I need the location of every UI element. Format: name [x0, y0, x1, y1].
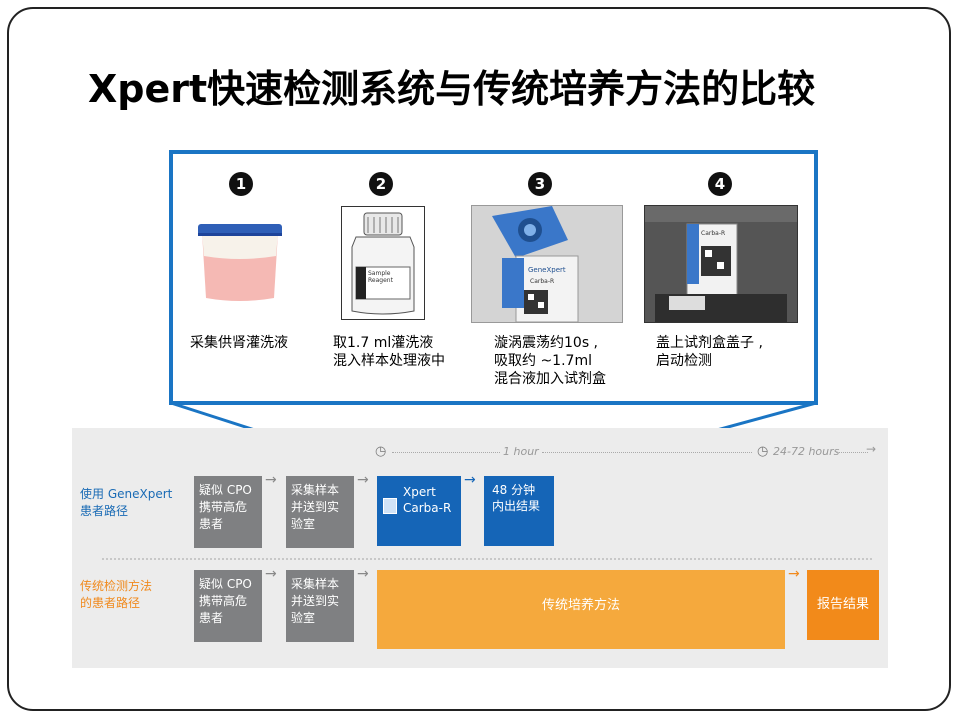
slide-title: Xpert快速检测系统与传统培养方法的比较 — [88, 67, 816, 111]
step-4-label: 盖上试剂盒盖子 , 启动检测 — [656, 335, 763, 369]
tube-label-text: Sample Reagent — [368, 270, 393, 284]
step-1-number: 1 — [229, 172, 253, 196]
instrument-photo-image: Carba-R — [644, 205, 798, 323]
lane1-xpert-text: Xpert Carba-R — [403, 485, 452, 515]
timeline-24-72-hours: 24-72 hours — [773, 445, 840, 458]
cartridge-photo-image: GeneXpert Carba-R — [471, 205, 623, 323]
cartridge-brand-text: GeneXpert — [528, 266, 566, 274]
lane1-collect-sample-box: 采集样本 并送到实 验室 — [286, 476, 354, 548]
clock-icon: ◷ — [375, 444, 387, 459]
step-3-number: 3 — [528, 172, 552, 196]
reagent-tube-image: Sample Reagent — [341, 206, 425, 320]
arrow-right-icon: → — [866, 442, 877, 456]
timeline-1-hour: 1 hour — [503, 445, 539, 458]
arrow-right-icon: → — [357, 472, 369, 488]
arrow-right-icon: → — [265, 472, 277, 488]
lane2-report-box: 报告结果 — [807, 570, 879, 640]
cartridge-label-text: Carba-R — [530, 278, 555, 285]
timeline-dots — [542, 452, 752, 453]
step-4-number: 4 — [708, 172, 732, 196]
lane2-collect-sample-box: 采集样本 并送到实 验室 — [286, 570, 354, 642]
timeline-dots — [836, 452, 868, 453]
cartridge-icon — [383, 498, 397, 514]
instrument-cartridge-label: Carba-R — [701, 230, 726, 237]
clock-icon: ◷ — [757, 444, 769, 459]
lane1-result-box: 48 分钟 内出结果 — [484, 476, 554, 546]
arrow-right-icon: → — [357, 566, 369, 582]
step-1-label: 采集供肾灌洗液 — [190, 335, 288, 351]
arrow-right-icon: → — [265, 566, 277, 582]
lane-separator — [102, 558, 872, 560]
arrow-right-icon: → — [464, 472, 476, 488]
timeline-dots — [392, 452, 500, 453]
step-2-number: 2 — [369, 172, 393, 196]
lane-genexpert-label: 使用 GeneXpert 患者路径 — [80, 487, 173, 518]
specimen-cup-image — [198, 224, 282, 301]
lane1-suspected-patient-box: 疑似 CPO 携带高危 患者 — [194, 476, 262, 548]
step-2-label: 取1.7 ml灌洗液 混入样本处理液中 — [333, 335, 445, 369]
lane2-culture-box: 传统培养方法 — [377, 570, 785, 649]
arrow-right-icon: → — [788, 566, 800, 582]
lane2-suspected-patient-box: 疑似 CPO 携带高危 患者 — [194, 570, 262, 642]
step-3-label: 漩涡震荡约10s , 吸取约 ~1.7ml 混合液加入试剂盒 — [494, 335, 606, 387]
lane-traditional-label: 传统检测方法 的患者路径 — [80, 579, 153, 610]
lane1-xpert-box: Xpert Carba-R — [377, 476, 461, 546]
